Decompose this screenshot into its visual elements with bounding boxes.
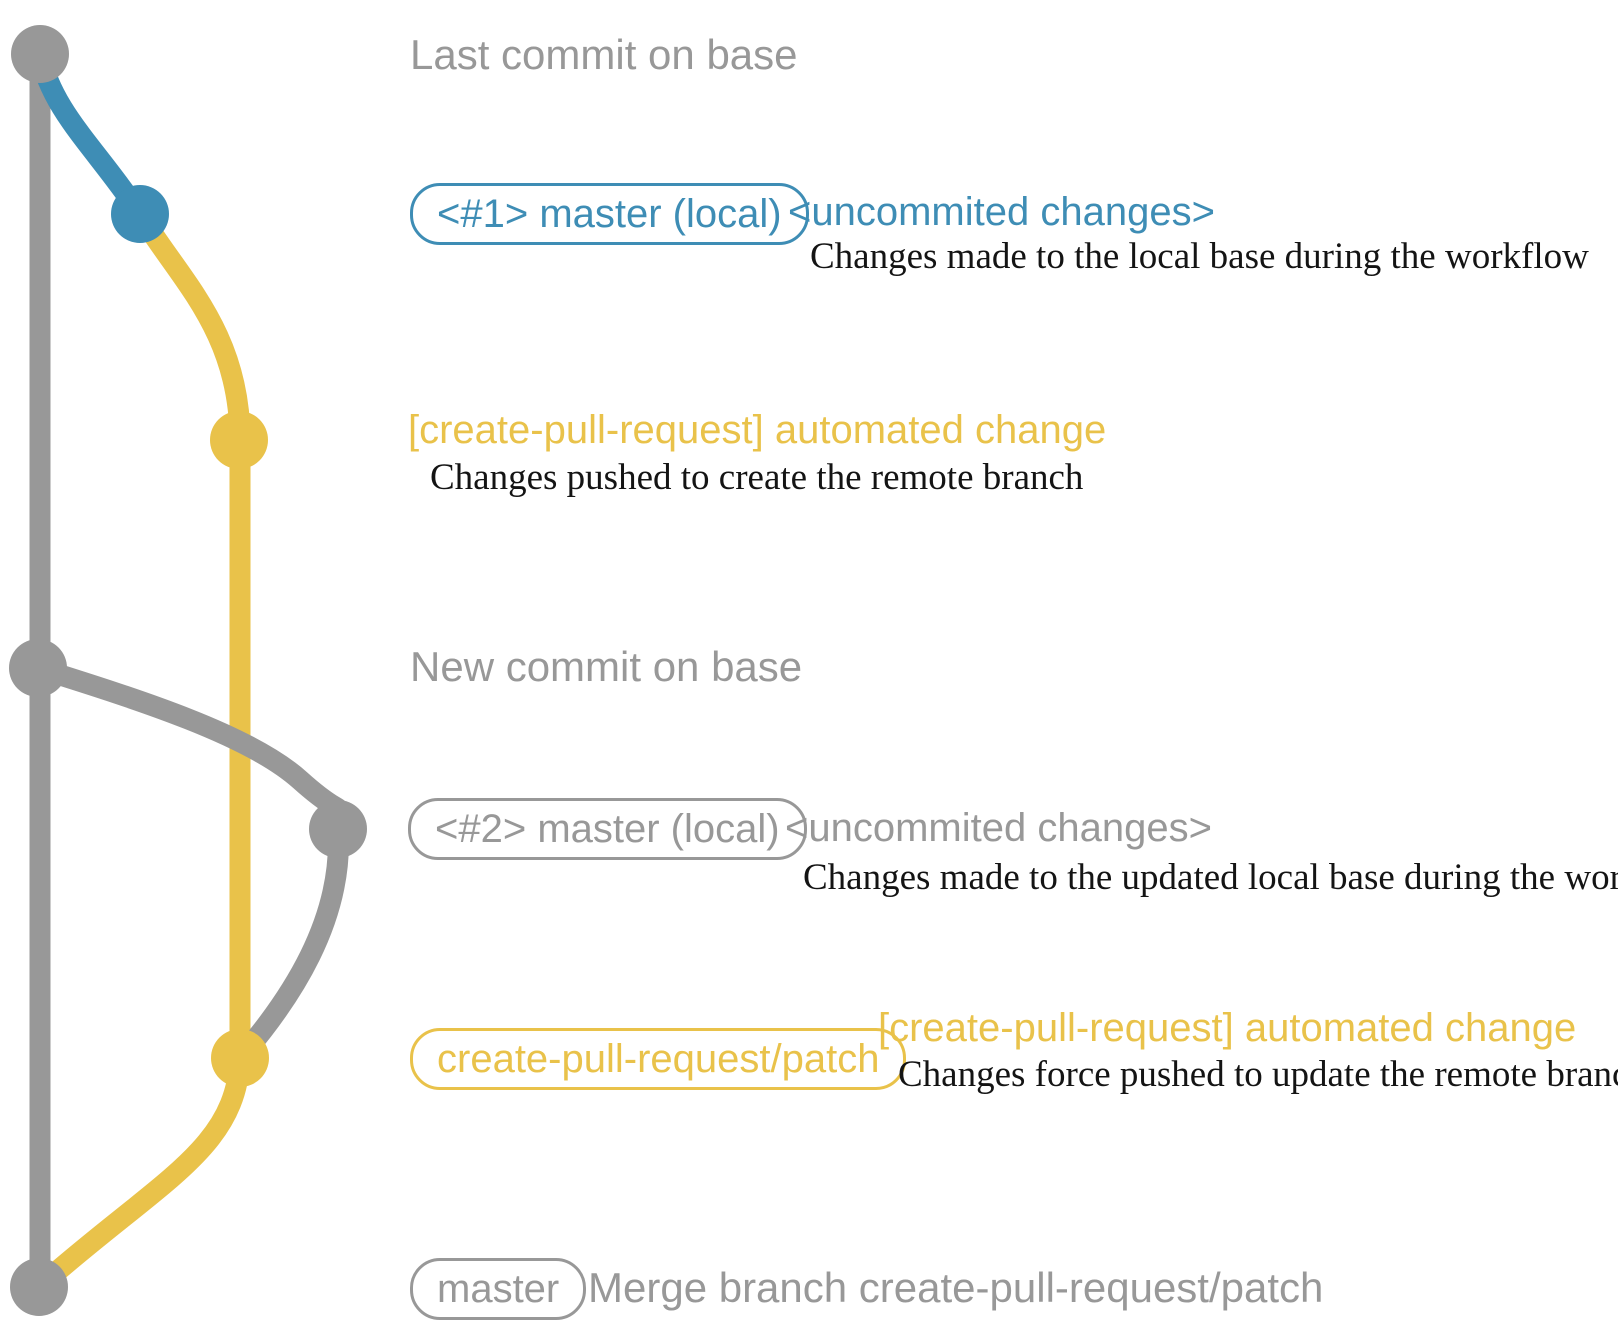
badge-master-local-2: <#2> master (local) [408,798,807,860]
commit-dot-new-base [9,639,67,697]
note-local-changes-1: Changes made to the local base during th… [810,236,1589,277]
badge-master-text: master [437,1266,560,1311]
badge-create-pull-request-patch-text: create-pull-request/patch [437,1036,880,1081]
annotation-automated-change-2: [create-pull-request] automated change [878,1006,1577,1050]
commit-dot-local-1 [111,185,169,243]
merge-curve [32,1057,251,1295]
note-force-push-update-remote: Changes force pushed to update the remot… [898,1054,1618,1095]
badge-master: master [410,1258,587,1320]
rebase-curve-in [232,828,349,1065]
annotation-uncommited-changes-1: <uncommited changes> [788,190,1215,234]
badge-master-local-2-text: <#2> master (local) [435,806,780,851]
commit-dot-merge [10,1258,68,1316]
commit-dot-remote-2 [211,1029,269,1087]
commit-dot-local-2 [309,800,367,858]
note-local-changes-2: Changes made to the updated local base d… [803,857,1618,898]
badge-master-local-1-text: <#1> master (local) [437,191,782,236]
note-push-create-remote: Changes pushed to create the remote bran… [430,457,1084,498]
commit-dot-last-base [11,25,69,83]
annotation-uncommited-changes-2: <uncommited changes> [785,806,1212,850]
rebase-curve-out [34,657,350,830]
label-new-commit-on-base: New commit on base [410,643,803,690]
commit-dot-remote-1 [210,411,268,469]
annotation-automated-change-1: [create-pull-request] automated change [408,408,1107,452]
badge-master-local-1: <#1> master (local) [410,183,809,245]
badge-create-pull-request-patch: create-pull-request/patch [410,1028,907,1090]
remote-branch-create-curve [130,208,251,441]
label-last-commit-on-base: Last commit on base [410,31,798,78]
annotation-merge-branch: Merge branch create-pull-request/patch [588,1264,1324,1311]
